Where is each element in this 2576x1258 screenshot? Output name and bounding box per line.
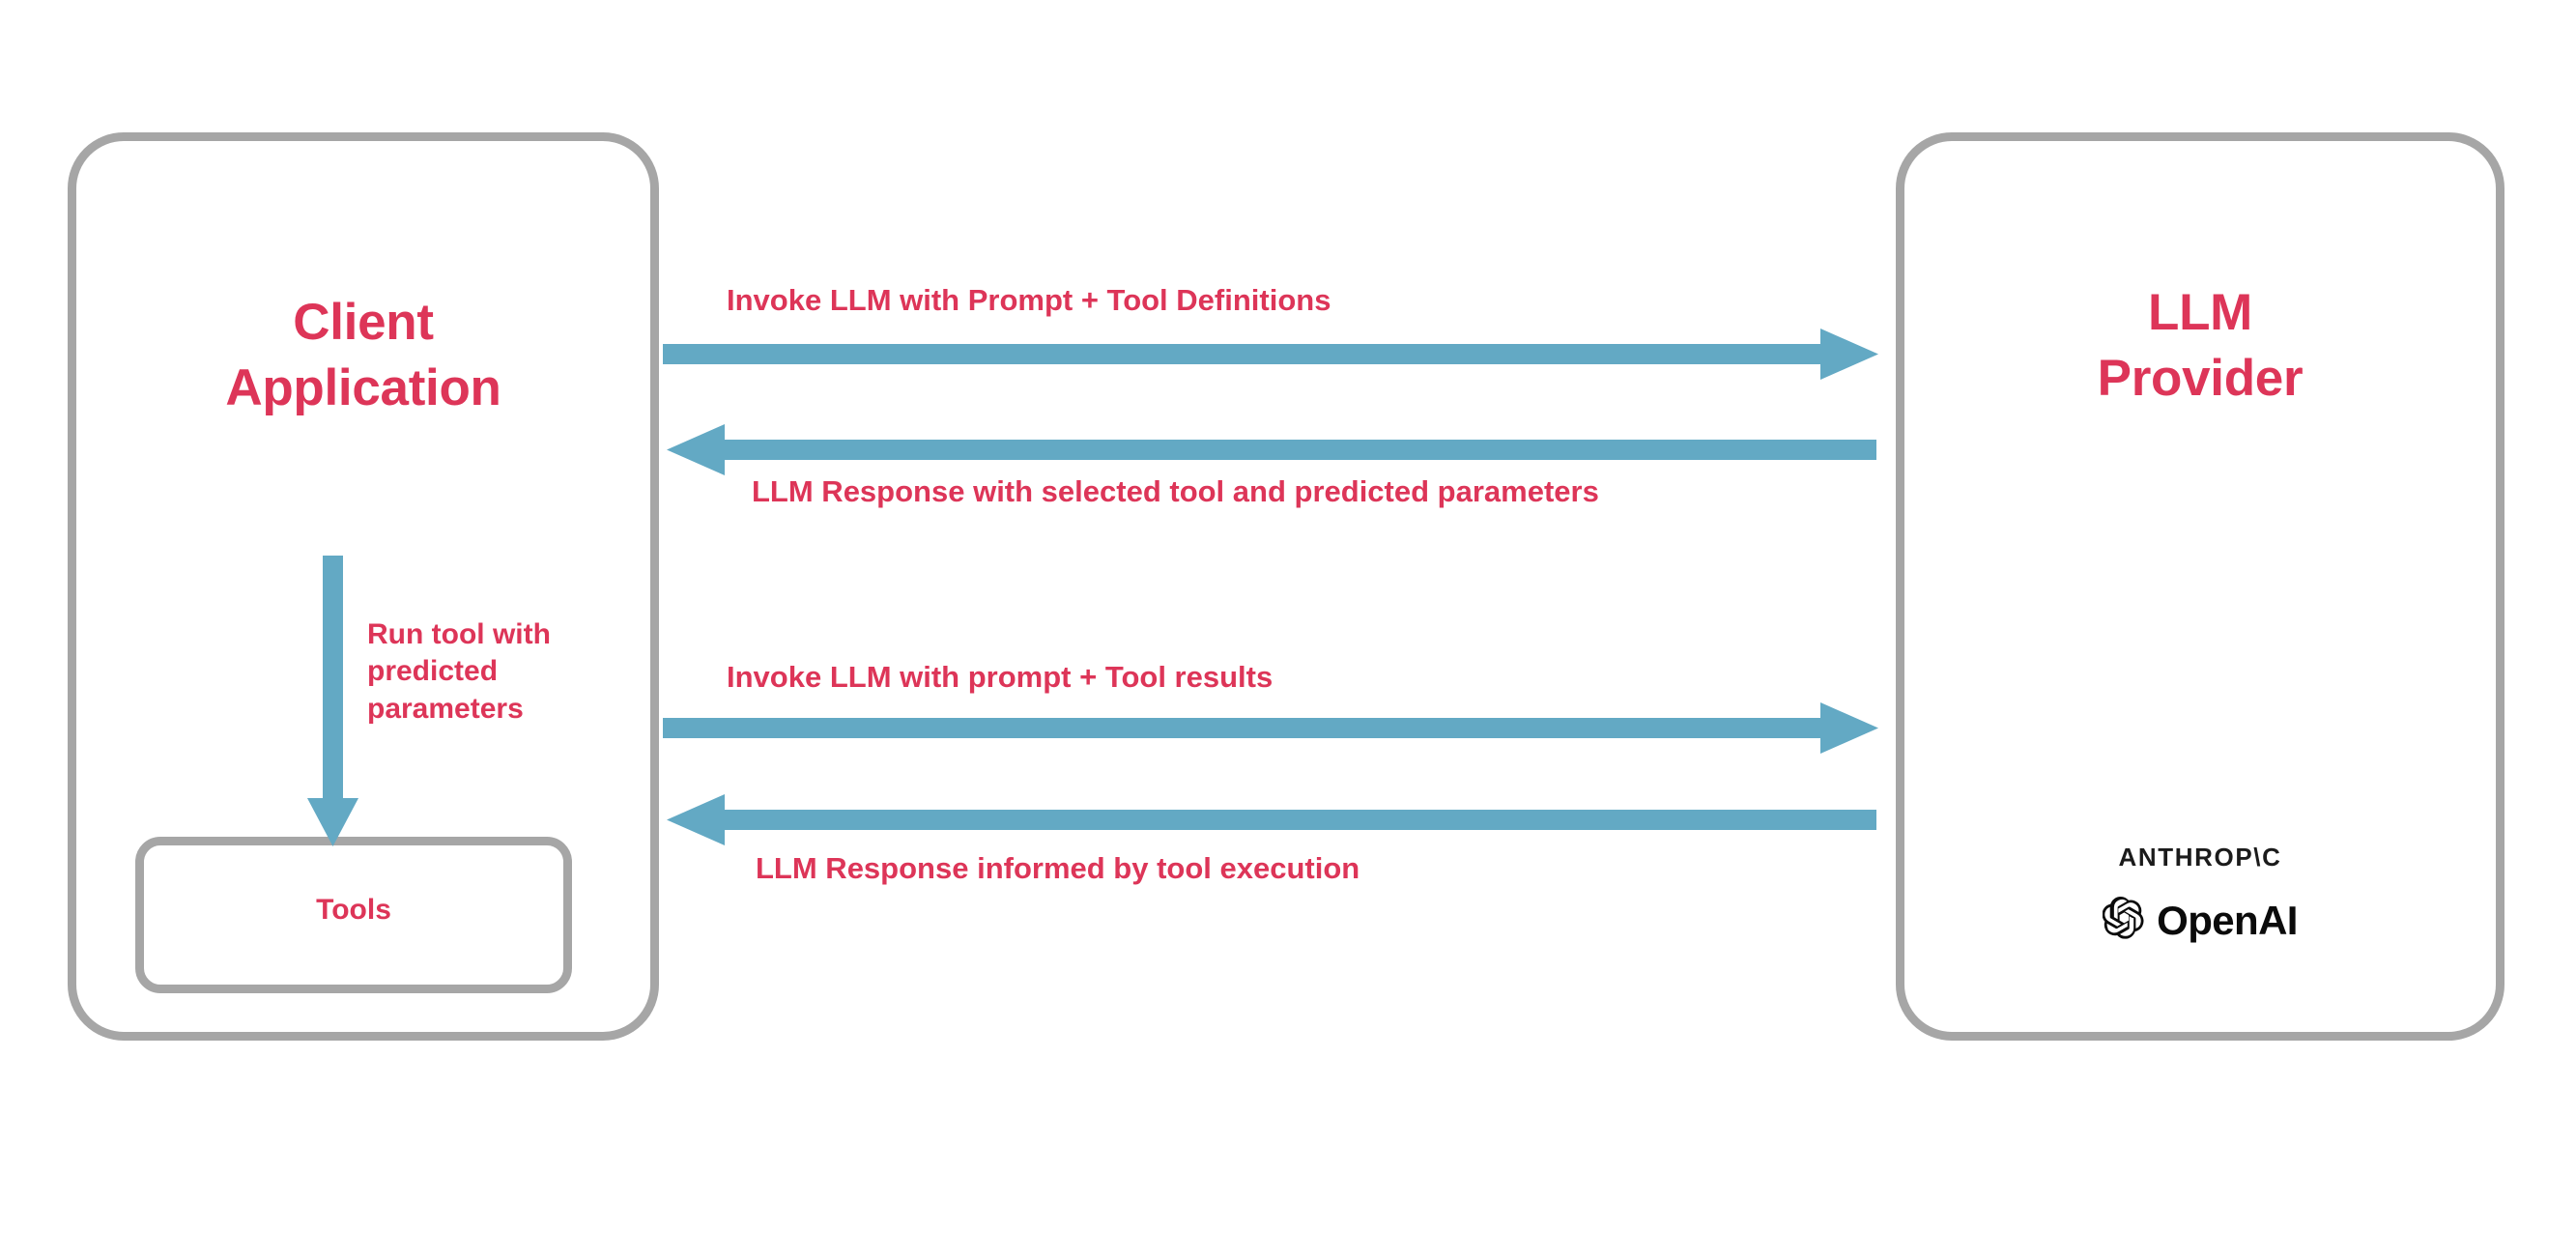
client-application-title: Client Application — [225, 294, 501, 416]
arrow-label-response-with-selected-tool: LLM Response with selected tool and pred… — [752, 474, 1599, 508]
llm-provider-title: LLM Provider — [2097, 284, 2304, 407]
arrow-invoke-with-tool-results — [663, 702, 1878, 754]
anthropic-logo-icon: ANTHROP\C — [2118, 843, 2282, 872]
arrow-response-with-selected-tool — [667, 424, 1876, 475]
openai-wordmark-label: OpenAI — [2157, 897, 2298, 943]
run-tool-arrow-label: Run tool with predicted parameters — [367, 618, 551, 725]
arrow-label-response-informed-by-tool-execution: LLM Response informed by tool execution — [756, 851, 1360, 885]
tools-box[interactable] — [135, 837, 572, 993]
tools-label: Tools — [316, 894, 391, 926]
arrow-label-invoke-with-tool-results: Invoke LLM with prompt + Tool results — [727, 660, 1274, 694]
arrow-invoke-with-tool-definitions — [663, 329, 1878, 380]
arrow-label-invoke-with-tool-definitions: Invoke LLM with Prompt + Tool Definition… — [727, 283, 1331, 317]
openai-logo: OpenAI — [1896, 897, 2504, 944]
llm-provider-box[interactable] — [1896, 132, 2504, 1041]
arrow-response-informed-by-tool-execution — [667, 794, 1876, 845]
openai-knot-icon — [2102, 897, 2145, 944]
